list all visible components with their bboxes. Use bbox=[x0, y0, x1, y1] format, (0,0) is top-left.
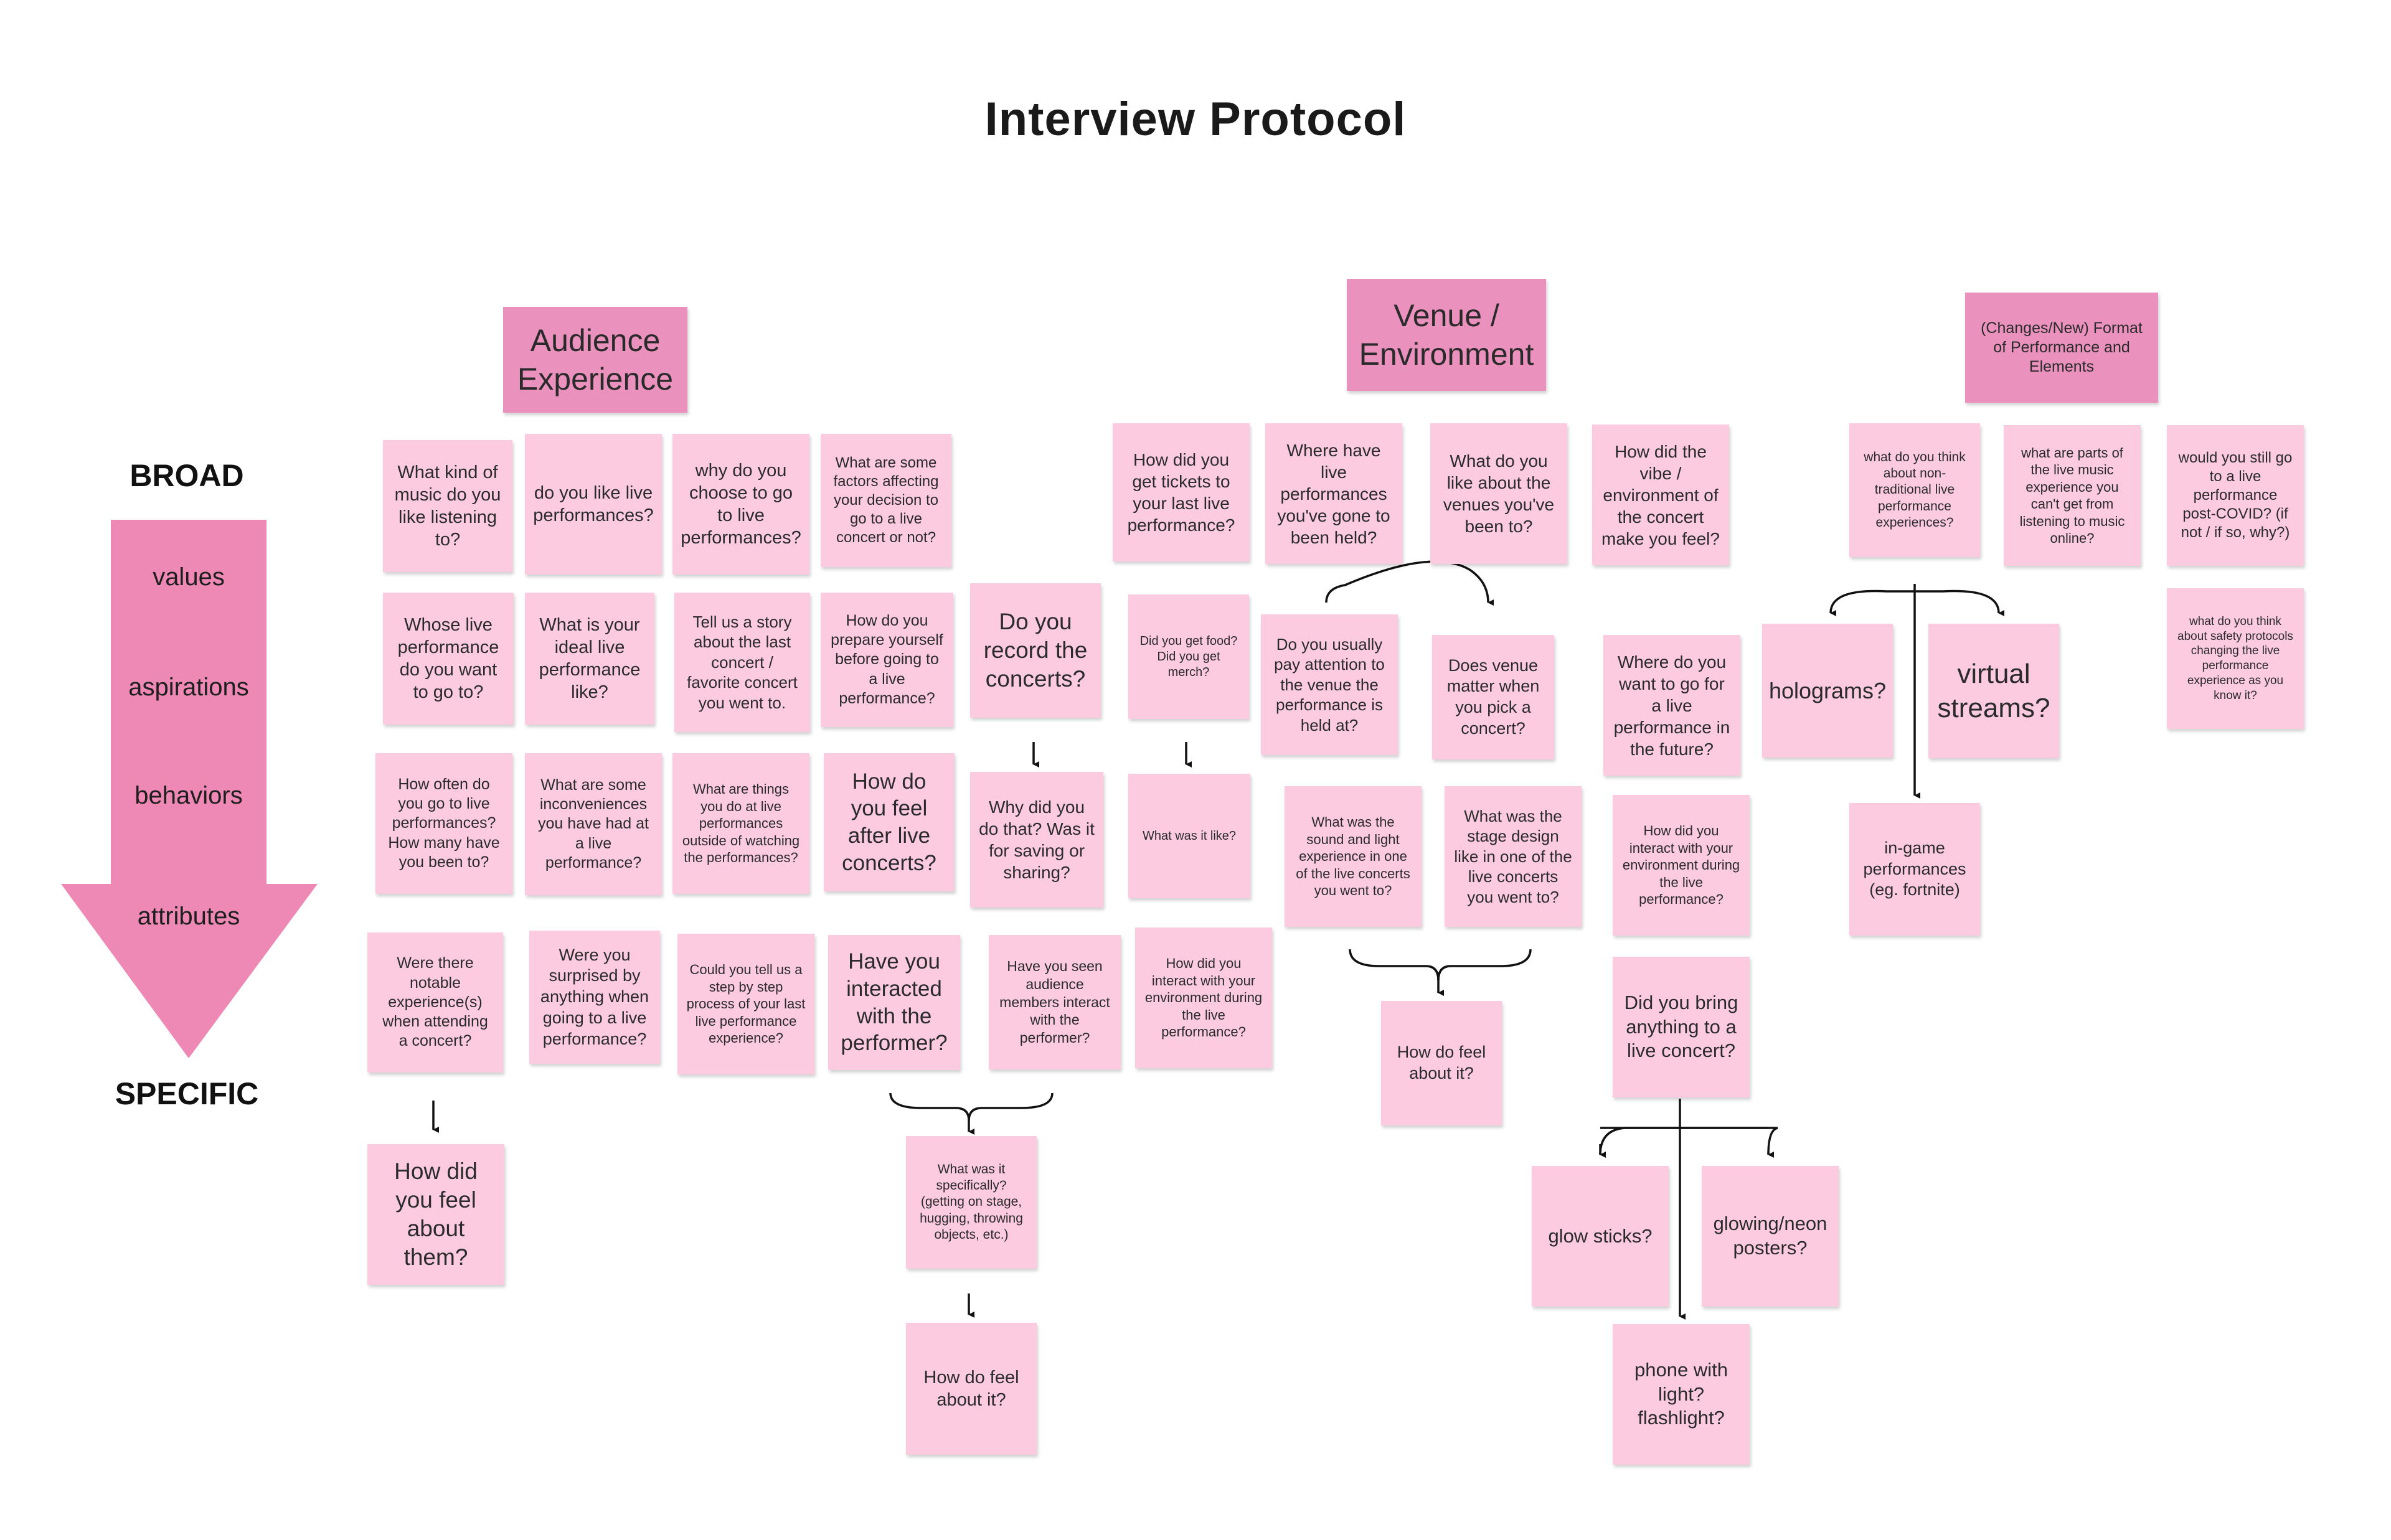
sticky-note: Have you interacted with the performer? bbox=[828, 935, 960, 1070]
sticky-note: Were you surprised by anything when goin… bbox=[529, 931, 660, 1064]
sticky-note: What are some inconveniences you have ha… bbox=[525, 753, 662, 895]
sticky-note: How do you prepare yourself before going… bbox=[821, 593, 953, 727]
broad-label: BROAD bbox=[130, 458, 244, 493]
specific-label: SPECIFIC bbox=[115, 1076, 259, 1111]
sticky-note: holograms? bbox=[1762, 624, 1893, 758]
sticky-note: Where have live performances you've gone… bbox=[1265, 423, 1402, 564]
sticky-note: How did the vibe / environment of the co… bbox=[1592, 425, 1729, 565]
sticky-note: What was it like? bbox=[1128, 774, 1250, 898]
sticky-note: Were there notable experience(s) when at… bbox=[367, 932, 503, 1073]
page-title: Interview Protocol bbox=[984, 93, 1407, 146]
sticky-note: Why did you do that? Was it for saving o… bbox=[970, 772, 1103, 908]
sticky-note: How did you get tickets to your last liv… bbox=[1113, 423, 1250, 561]
scale-level-values: values bbox=[153, 563, 225, 591]
sticky-note: what are parts of the live music experie… bbox=[2004, 425, 2141, 566]
header-format: (Changes/New) Format of Performance and … bbox=[1965, 293, 2158, 403]
sticky-note: would you still go to a live performance… bbox=[2167, 425, 2304, 566]
sticky-note: Tell us a story about the last concert /… bbox=[674, 593, 810, 732]
sticky-note: What was it specifically? (getting on st… bbox=[906, 1136, 1037, 1269]
header-venue-environment: Venue / Environment bbox=[1347, 279, 1546, 391]
sticky-note: How do feel about it? bbox=[906, 1323, 1037, 1455]
sticky-note: Do you usually pay attention to the venu… bbox=[1261, 614, 1398, 755]
scale-level-behaviors: behaviors bbox=[134, 782, 243, 809]
sticky-note: Could you tell us a step by step process… bbox=[677, 934, 814, 1074]
sticky-note: How did you feel about them? bbox=[367, 1144, 504, 1285]
sticky-note: Did you bring anything to a live concert… bbox=[1613, 957, 1750, 1097]
sticky-note: How do you feel after live concerts? bbox=[824, 753, 955, 891]
header-audience-experience: Audience Experience bbox=[503, 307, 687, 413]
sticky-note: What are things you do at live performan… bbox=[672, 753, 809, 894]
scale-level-aspirations: aspirations bbox=[128, 674, 249, 701]
sticky-note: Does venue matter when you pick a concer… bbox=[1432, 635, 1554, 759]
sticky-note: do you like live performances? bbox=[525, 434, 662, 575]
sticky-note: Do you record the concerts? bbox=[970, 583, 1101, 718]
sticky-note: What kind of music do you like listening… bbox=[383, 440, 512, 572]
sticky-note: glowing/neon posters? bbox=[1702, 1166, 1839, 1307]
sticky-note: what do you think about safety protocols… bbox=[2167, 588, 2304, 729]
sticky-note: glow sticks? bbox=[1532, 1166, 1669, 1307]
sticky-note: How often do you go to live performances… bbox=[375, 753, 512, 894]
sticky-note: What was the sound and light experience … bbox=[1285, 786, 1422, 927]
sticky-note: why do you choose to go to live performa… bbox=[672, 434, 809, 575]
sticky-note: What do you like about the venues you've… bbox=[1430, 423, 1567, 564]
scale-level-attributes: attributes bbox=[137, 903, 240, 930]
sticky-note: phone with light? flashlight? bbox=[1613, 1324, 1750, 1465]
sticky-note: virtual streams? bbox=[1928, 624, 2059, 758]
sticky-note: What was the stage design like in one of… bbox=[1445, 786, 1582, 927]
sticky-note: Did you get food? Did you get merch? bbox=[1128, 594, 1249, 719]
sticky-note: Have you seen audience members interact … bbox=[989, 935, 1121, 1069]
sticky-note: How did you interact with your environme… bbox=[1613, 795, 1750, 936]
sticky-note: How did you interact with your environme… bbox=[1135, 927, 1272, 1068]
sticky-note: Whose live performance do you want to go… bbox=[383, 593, 514, 725]
sticky-note: Where do you want to go for a live perfo… bbox=[1603, 635, 1740, 776]
sticky-note: How do feel about it? bbox=[1381, 1001, 1502, 1125]
sticky-note: in-game performances (eg. fortnite) bbox=[1849, 803, 1980, 936]
sticky-note: What are some factors affecting your dec… bbox=[821, 434, 951, 567]
sticky-note: What is your ideal live performance like… bbox=[525, 593, 654, 725]
sticky-note: what do you think about non-traditional … bbox=[1849, 423, 1980, 557]
